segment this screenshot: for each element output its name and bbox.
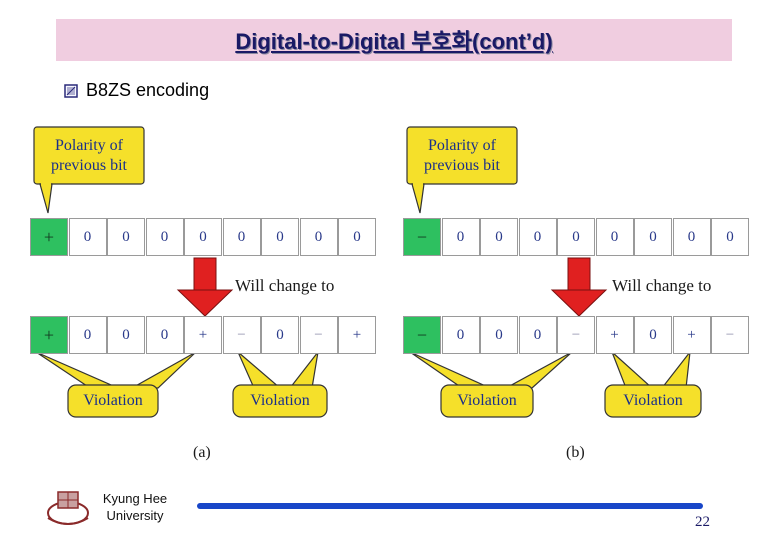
bit-a-before-cell: 0 <box>222 218 261 256</box>
bit-b-after-cell: − <box>403 316 441 354</box>
bit-a-after-cell: 0 <box>145 316 184 354</box>
bit-a-after-cell: + <box>338 316 376 354</box>
violation-callout-a1 <box>35 351 197 418</box>
bit-a-before-cell: 0 <box>68 218 107 256</box>
bit-b-before-cell: − <box>403 218 441 256</box>
bit-a-after-cell: − <box>299 316 338 354</box>
subtitle: B8ZS encoding <box>86 80 210 100</box>
bit-b-before-cell: 0 <box>518 218 557 256</box>
institution-line-1: Kyung Hee <box>102 491 168 506</box>
violation-callout-a2 <box>232 351 328 418</box>
change-label-a: Will change to <box>235 276 335 295</box>
bit-b-before-cell: 0 <box>634 218 672 256</box>
polarity-label-a: Polarity of previous bit <box>51 137 127 174</box>
bit-b-after-cell: − <box>711 316 749 354</box>
bit-b-before-cell: 0 <box>441 218 480 256</box>
violation-label-a1: Violation <box>83 392 143 409</box>
bit-a-before-cell: 0 <box>338 218 376 256</box>
bit-b-before-cell: 0 <box>557 218 595 256</box>
violation-callout-b1 <box>409 351 573 418</box>
bit-a-before-cell: 0 <box>261 218 299 256</box>
bit-a-after-cell: 0 <box>261 316 299 354</box>
bit-b-after-cell: 0 <box>441 316 480 354</box>
violation-callout-b2 <box>604 349 702 418</box>
bit-a-before-cell: + <box>30 218 68 256</box>
bit-a-after-cell: 0 <box>68 316 107 354</box>
polarity-label-b: Polarity of previous bit <box>424 137 500 174</box>
bit-a-after-cell: + <box>184 316 222 354</box>
bit-b-after-cell: − <box>557 316 595 354</box>
down-arrow-a <box>176 257 234 317</box>
institution-line-2: University <box>106 508 164 523</box>
slide-title: Digital-to-Digital 부호화(cont’d) <box>235 29 553 54</box>
institution-name: Kyung Hee University <box>94 490 176 524</box>
bit-b-before-cell: 0 <box>672 218 711 256</box>
violation-label-b2: Violation <box>623 392 683 409</box>
bit-b-before-cell: 0 <box>480 218 518 256</box>
change-label-b: Will change to <box>612 276 712 295</box>
footer-divider <box>197 503 703 509</box>
page-number: 22 <box>695 514 710 530</box>
bit-b-after-cell: 0 <box>518 316 557 354</box>
bit-b-after-cell: + <box>595 316 634 354</box>
bit-b-before-cell: 0 <box>595 218 634 256</box>
bit-b-after-cell: 0 <box>634 316 672 354</box>
bit-a-before-cell: 0 <box>184 218 222 256</box>
violation-label-a2: Violation <box>250 392 310 409</box>
bit-b-before-cell: 0 <box>711 218 749 256</box>
polarity-callout-a <box>33 126 145 214</box>
checkbox-bullet-icon <box>64 84 78 98</box>
bit-b-after-cell: 0 <box>480 316 518 354</box>
violation-label-b1: Violation <box>457 392 517 409</box>
caption-b: (b) <box>566 444 585 461</box>
bit-a-before-cell: 0 <box>145 218 184 256</box>
bit-a-after-cell: − <box>222 316 261 354</box>
polarity-callout-b <box>406 126 518 214</box>
down-arrow-b <box>550 257 608 317</box>
bit-a-before-cell: 0 <box>107 218 145 256</box>
bit-b-after-cell: + <box>672 316 711 354</box>
title-band: Digital-to-Digital 부호화(cont’d) <box>56 19 732 61</box>
bit-a-before-cell: 0 <box>299 218 338 256</box>
university-logo-icon <box>47 491 89 525</box>
caption-a: (a) <box>193 444 211 461</box>
bit-a-after-cell: + <box>30 316 68 354</box>
bit-a-after-cell: 0 <box>107 316 145 354</box>
